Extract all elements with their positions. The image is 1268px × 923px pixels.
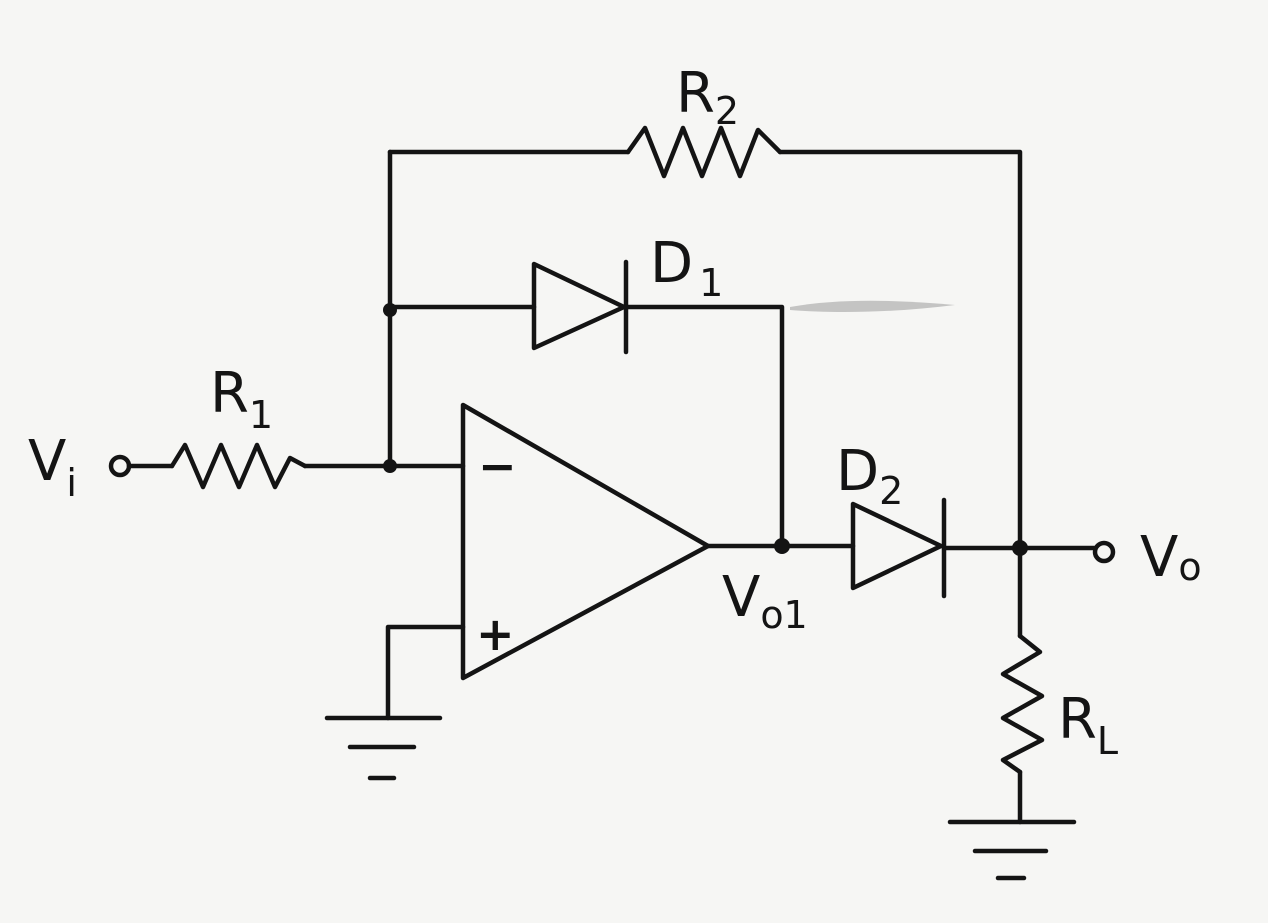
op-amp — [460, 402, 711, 681]
junction-node-vo — [1012, 540, 1028, 556]
vo1-label: Vo1 — [722, 565, 808, 637]
ground-symbol-right — [947, 819, 1077, 881]
r1-label: R1 — [210, 361, 273, 437]
noninverting-wire — [385, 624, 466, 721]
junction-node-d1-left — [383, 303, 397, 317]
vi-label: Vi — [28, 429, 77, 505]
vo-terminal — [1092, 540, 1116, 564]
noninverting-input-sign: + — [476, 607, 515, 661]
d1-right-wire — [623, 304, 785, 549]
ground-symbol-left — [324, 715, 443, 781]
rl-resistor — [1000, 633, 1045, 775]
d2-diode — [850, 501, 944, 591]
junction-node-vo1 — [774, 538, 790, 554]
r1-resistor — [169, 442, 308, 490]
vo-label: Vo — [1140, 525, 1202, 590]
r2-label: R2 — [676, 61, 739, 133]
pencil-smudge — [790, 300, 955, 313]
d1-diode — [531, 261, 627, 351]
r2-resistor — [625, 125, 783, 179]
vi-terminal — [108, 454, 132, 478]
junction-node-inverting — [383, 459, 397, 473]
rl-label: RL — [1058, 687, 1118, 763]
r2-right-wire — [777, 149, 1023, 551]
inverting-input-sign: − — [478, 439, 517, 493]
d2-label: D2 — [836, 439, 903, 513]
